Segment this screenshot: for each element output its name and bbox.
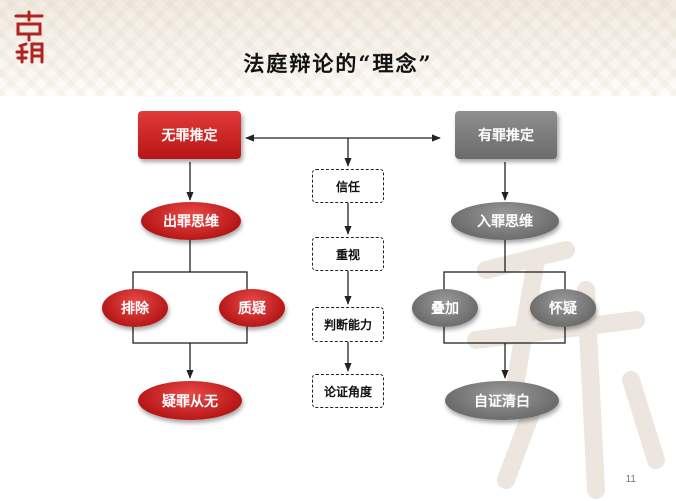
center-step-judgment: 判断能力 [312,307,384,342]
node-presumption-guilt: 有罪推定 [455,111,557,159]
node-suspect: 怀疑 [530,289,596,327]
seal-logo-icon [14,10,44,64]
center-step-trust: 信任 [312,169,384,203]
page-number: 11 [625,474,636,485]
center-step-attention: 重视 [312,237,384,271]
node-exculpatory-thinking: 出罪思维 [141,202,241,240]
node-prove-innocence: 自证清白 [445,381,559,420]
watermark-seal-icon [467,241,665,499]
node-question: 质疑 [219,289,285,327]
node-stack: 叠加 [412,289,478,327]
page-title: 法庭辩论的“理念” [243,51,433,76]
node-exclude: 排除 [102,289,168,327]
node-doubt-acquittal: 疑罪从无 [138,381,242,420]
node-presumption-innocence: 无罪推定 [138,111,241,159]
center-step-argument-angle: 论证角度 [312,374,384,408]
decorative-header-band [0,0,676,96]
node-incriminating-thinking: 入罪思维 [451,202,559,240]
